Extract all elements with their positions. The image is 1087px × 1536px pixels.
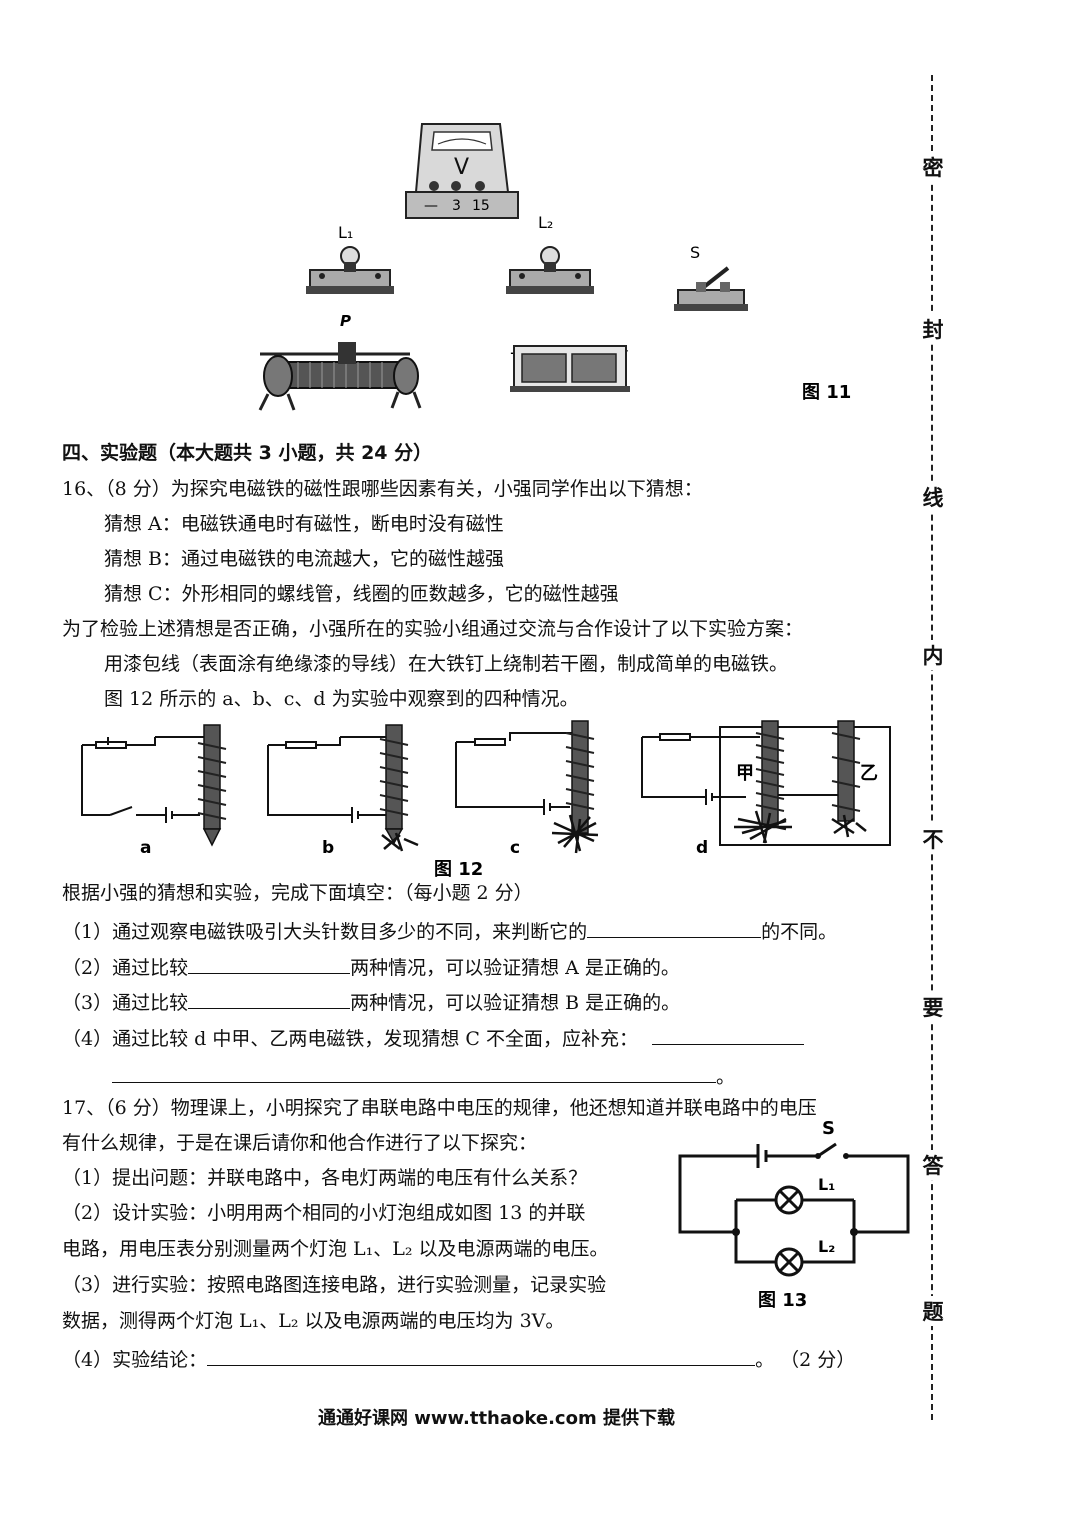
label-d: d xyxy=(696,838,708,858)
terminal-15: 15 xyxy=(472,198,490,214)
q16-guess-b: 猜想 B：通过电磁铁的电流越大，它的磁性越强 xyxy=(104,548,505,570)
q16-guess-a: 猜想 A：电磁铁通电时有磁性，断电时没有磁性 xyxy=(104,513,504,535)
q17-intro-2: 有什么规律，于是在课后请你和他合作进行了以下探究： xyxy=(62,1132,538,1154)
circuit-d xyxy=(641,726,891,846)
voltmeter-letter: V xyxy=(454,155,469,180)
q16-plan-intro: 为了检验上述猜想是否正确，小强所在的实验小组通过交流与合作设计了以下实验方案： xyxy=(62,618,804,640)
terminal-minus: — xyxy=(424,198,438,214)
section-title: 四、实验题（本大题共 3 小题，共 24 分） xyxy=(62,442,433,464)
label-yi: 乙 xyxy=(860,763,878,784)
lamp-l2-symbol xyxy=(774,1247,804,1277)
q16-item-4-cont: 。 xyxy=(112,1062,735,1090)
q17-step-3a: （3）进行实验：按照电路图连接电路，进行实验测量，记录实验 xyxy=(62,1274,607,1296)
q16-plan-2: 图 12 所示的 a、b、c、d 为实验中观察到的四种情况。 xyxy=(104,688,579,710)
circuit-b xyxy=(267,736,394,823)
seal-char-3: 线 xyxy=(920,482,946,512)
bulb-l2-illustration: L₂ xyxy=(506,213,594,294)
footer: 通通好课网 www.tthaoke.com 提供下载 xyxy=(318,1408,675,1429)
rheostat-illustration: P xyxy=(258,312,422,411)
switch-illustration: S xyxy=(674,243,748,311)
circuit-c xyxy=(455,732,575,815)
figure-12: 甲 乙 a b c d 图 12 xyxy=(81,720,891,880)
voltmeter-illustration: V — 3 15 xyxy=(405,123,519,219)
seal-char-6: 要 xyxy=(920,992,946,1022)
fig13-s: S xyxy=(822,1118,835,1139)
q17-step-4: （4）实验结论： 。 （2 分） xyxy=(62,1345,855,1373)
q16-4-pre: （4）通过比较 d 中甲、乙两电磁铁，发现猜想 C 不全面，应补充： xyxy=(62,1028,638,1050)
q16-2-pre: （2）通过比较 xyxy=(62,957,189,979)
q16-2-answer-blank[interactable] xyxy=(188,953,351,974)
seal-char-1: 密 xyxy=(920,152,946,182)
q16-4-answer-blank-1[interactable] xyxy=(651,1024,804,1045)
switch-label: S xyxy=(690,243,700,262)
seal-char-2: 封 xyxy=(920,314,946,344)
q17-4-answer-blank[interactable] xyxy=(207,1345,756,1366)
label-c: c xyxy=(510,838,520,858)
fig13-l1: L₁ xyxy=(818,1175,835,1194)
label-a: a xyxy=(140,838,151,858)
seal-char-4: 内 xyxy=(920,640,946,670)
q17-4-post: 。 （2 分） xyxy=(755,1349,856,1371)
battery-illustration: - + xyxy=(510,341,630,392)
q17-step-1: （1）提出问题：并联电路中，各电灯两端的电压有什么关系？ xyxy=(62,1167,588,1189)
seal-line xyxy=(931,75,933,1420)
figure-11: V — 3 15 L₁ L₂ S P xyxy=(258,123,851,411)
figure-11-caption: 图 11 xyxy=(802,382,851,403)
q17-intro-1: 17、（6 分）物理课上，小明探究了串联电路中电压的规律，他还想知道并联电路中的… xyxy=(62,1097,817,1119)
circuit-a xyxy=(81,736,205,823)
pin-clusters xyxy=(381,810,867,854)
q16-item-4: （4）通过比较 d 中甲、乙两电磁铁，发现猜想 C 不全面，应补充： xyxy=(62,1024,804,1052)
q16-4-end: 。 xyxy=(716,1066,736,1088)
q17-step-2a: （2）设计实验：小明用两个相同的小灯泡组成如图 13 的并联 xyxy=(62,1202,586,1224)
lamp-l1-symbol xyxy=(774,1185,804,1215)
label-b: b xyxy=(322,838,334,858)
q16-fill-intro: 根据小强的猜想和实验，完成下面填空：（每小题 2 分） xyxy=(62,882,533,904)
bulb-l1-illustration: L₁ xyxy=(306,223,394,294)
seal-char-8: 题 xyxy=(920,1296,946,1326)
q16-1-post: 的不同。 xyxy=(761,921,838,943)
q16-3-post: 两种情况，可以验证猜想 B 是正确的。 xyxy=(350,992,681,1014)
terminal-3: 3 xyxy=(452,198,461,214)
q16-1-answer-blank[interactable] xyxy=(587,917,762,938)
q16-3-pre: （3）通过比较 xyxy=(62,992,189,1014)
q16-3-answer-blank[interactable] xyxy=(188,988,351,1009)
figure-13-caption: 图 13 xyxy=(758,1290,807,1311)
q16-4-answer-blank-2[interactable] xyxy=(112,1062,716,1083)
figure-13: S L₁ L₂ 图 13 xyxy=(678,1118,910,1311)
q17-4-pre: （4）实验结论： xyxy=(62,1349,208,1371)
figure-12-caption: 图 12 xyxy=(434,859,483,880)
q16-item-1: （1）通过观察电磁铁吸引大头针数目多少的不同，来判断它的 的不同。 xyxy=(62,917,837,945)
q16-1-pre: （1）通过观察电磁铁吸引大头针数目多少的不同，来判断它的 xyxy=(62,921,588,943)
l2-label: L₂ xyxy=(538,213,553,232)
q17-step-2b: 电路，用电压表分别测量两个灯泡 L₁、L₂ 以及电源两端的电压。 xyxy=(62,1238,609,1260)
nail-a xyxy=(202,724,222,847)
rheostat-label: P xyxy=(340,312,351,330)
nails xyxy=(202,720,855,847)
q16-2-post: 两种情况，可以验证猜想 A 是正确的。 xyxy=(350,957,680,979)
seal-char-7: 答 xyxy=(920,1150,946,1180)
q17-step-3b: 数据，测得两个灯泡 L₁、L₂ 以及电源两端的电压均为 3V。 xyxy=(62,1310,565,1332)
q16-intro: 16、（8 分）为探究电磁铁的磁性跟哪些因素有关，小强同学作出以下猜想： xyxy=(62,478,703,500)
q16-guess-c: 猜想 C：外形相同的螺线管，线圈的匝数越多，它的磁性越强 xyxy=(104,583,619,605)
q16-item-2: （2）通过比较 两种情况，可以验证猜想 A 是正确的。 xyxy=(62,953,680,981)
q16-plan-1: 用漆包线（表面涂有绝缘漆的导线）在大铁钉上绕制若干圈，制成简单的电磁铁。 xyxy=(104,653,789,675)
label-jia: 甲 xyxy=(736,763,754,784)
l1-label: L₁ xyxy=(338,223,353,242)
q16-item-3: （3）通过比较 两种情况，可以验证猜想 B 是正确的。 xyxy=(62,988,680,1016)
seal-char-5: 不 xyxy=(920,824,946,854)
fig13-l2: L₂ xyxy=(818,1237,835,1256)
